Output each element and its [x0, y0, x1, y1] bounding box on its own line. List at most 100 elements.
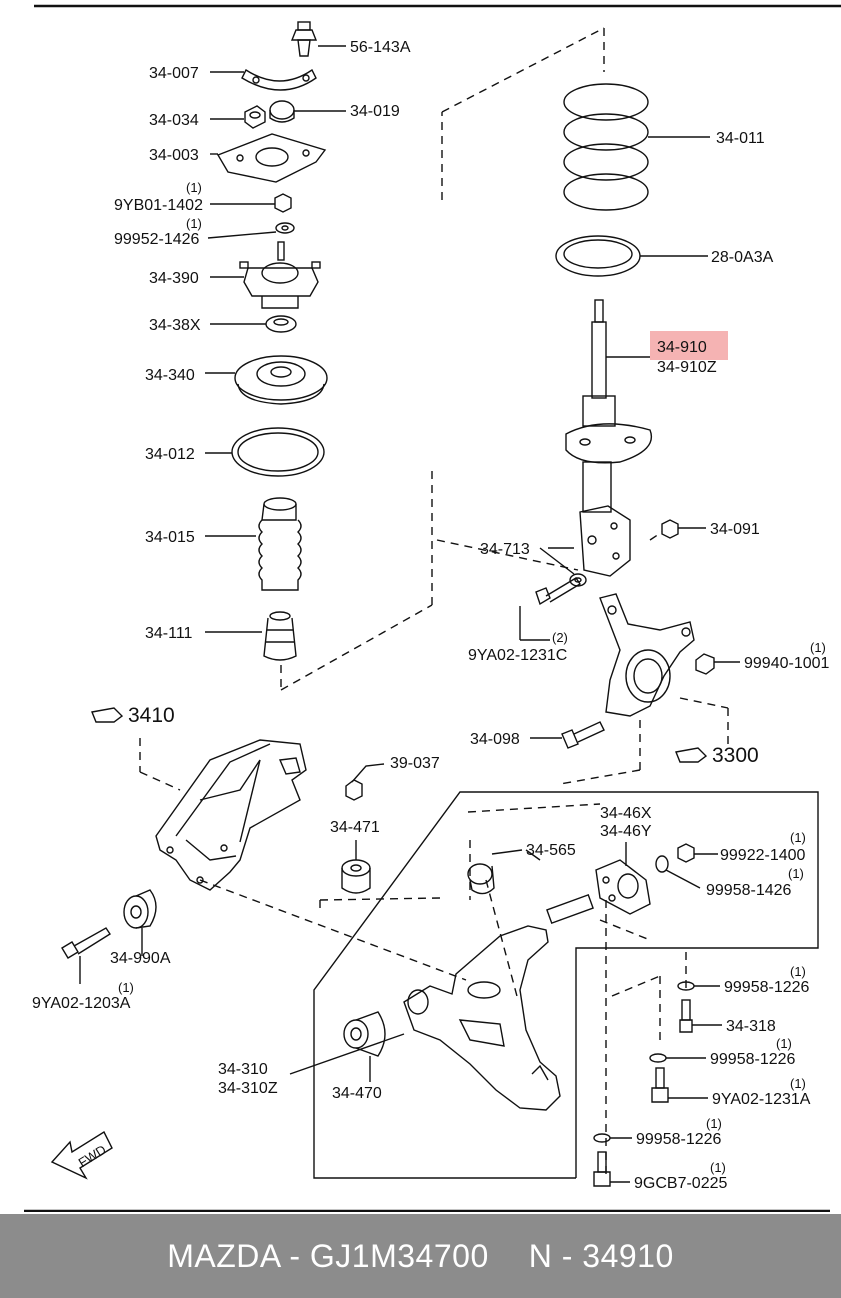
part-34-003: [210, 133, 327, 183]
part-3300-knuckle: [599, 593, 695, 717]
label-34-019: 34-019: [350, 103, 400, 120]
part-34-310: [289, 894, 594, 1111]
label-34-318: 34-318: [726, 1018, 776, 1035]
label-99958-1226-c: 99958-1226: [636, 1131, 722, 1148]
label-99958-1226-a: 99958-1226: [724, 979, 810, 996]
part-34-46x: [595, 842, 651, 915]
part-99958-1226-a: [677, 981, 720, 991]
part-34-910: [565, 299, 652, 577]
highlight-box: [650, 331, 728, 360]
label-34-098: 34-098: [470, 731, 520, 748]
qty-99940-1001: (1): [810, 640, 826, 655]
label-34-470: 34-470: [332, 1085, 382, 1102]
label-34-910: 34-910: [657, 339, 707, 356]
qty-9ya02-1231a: (1): [790, 1076, 806, 1091]
part-34-318: [679, 999, 722, 1033]
label-34-007: 34-007: [149, 65, 199, 82]
part-9yb01-1402: [210, 193, 292, 213]
qty-99922-1400: (1): [790, 830, 806, 845]
part-99940-1001: [695, 653, 740, 675]
label-3410: 3410: [128, 704, 175, 727]
part-28-0a3a: [555, 235, 708, 277]
label-99940-1001: 99940-1001: [744, 655, 830, 672]
part-34-015: [205, 497, 302, 591]
qty-9yb01-1402: (1): [186, 180, 202, 195]
label-99958-1426: 99958-1426: [706, 882, 792, 899]
label-34-003: 34-003: [149, 147, 199, 164]
label-9ya02-1203a: 9YA02-1203A: [32, 995, 131, 1012]
part-99952-1426: [207, 222, 295, 239]
part-34-019: [269, 100, 346, 123]
label-34-340: 34-340: [145, 367, 195, 384]
label-9ya02-1231a: 9YA02-1231A: [712, 1091, 811, 1108]
label-99922-1400: 99922-1400: [720, 847, 806, 864]
footer-ref-number: N - 34910: [528, 1237, 674, 1274]
part-9ya02-1203a: [61, 927, 111, 984]
part-34-091: [661, 519, 706, 539]
part-34-012: [205, 427, 325, 477]
label-34-565: 34-565: [526, 842, 576, 859]
qty-9ya02-1203a: (1): [118, 980, 134, 995]
qty-99958-1426: (1): [788, 866, 804, 881]
label-9ya02-1231c: 9YA02-1231C: [468, 647, 567, 664]
guide-lines: [139, 27, 729, 1180]
label-56-143a: 56-143A: [350, 39, 411, 56]
part-99958-1226-b: [649, 1053, 706, 1063]
part-34-098: [530, 721, 605, 749]
part-34-390: [210, 241, 321, 309]
label-99952-1426: 99952-1426: [114, 231, 200, 248]
label-9gcb7-0225: 9GCB7-0225: [634, 1175, 727, 1192]
label-34-713: 34-713: [480, 541, 530, 558]
qty-99958-1226-a: (1): [790, 964, 806, 979]
part-39-037: [345, 763, 385, 801]
part-34-007: [210, 68, 317, 91]
part-99922-1400: [677, 843, 718, 863]
label-34-011: 34-011: [716, 130, 765, 147]
leader-lines: [141, 547, 574, 956]
part-9gcb7-0225: [593, 1151, 630, 1187]
label-34-38x: 34-38X: [149, 317, 201, 334]
part-34-111: [205, 611, 297, 661]
part-34-565: [467, 849, 523, 895]
lower-arm-box: [313, 791, 819, 1179]
part-56-143a: [290, 21, 346, 57]
qty-9ya02-1231c: (2): [552, 630, 568, 645]
part-99958-1226-c: [593, 1133, 632, 1143]
label-34-310z: 34-310Z: [218, 1080, 278, 1097]
label-99958-1226-b: 99958-1226: [710, 1051, 796, 1068]
part-34-471: [341, 840, 371, 894]
label-34-390: 34-390: [149, 270, 199, 287]
footer-caption: MAZDA - GJ1M34700 N - 34910: [0, 1214, 841, 1298]
label-34-034: 34-034: [149, 112, 199, 129]
part-34-990a: [123, 889, 157, 950]
footer-part-number: MAZDA - GJ1M34700: [167, 1237, 489, 1274]
qty-99958-1226-b: (1): [776, 1036, 792, 1051]
label-34-46y: 34-46Y: [600, 823, 652, 840]
parts-diagram: FWD 56-143A 34-007 34-034 34-019 34-003 …: [24, 4, 841, 1212]
label-9yb01-1402: 9YB01-1402: [114, 197, 203, 214]
label-34-015: 34-015: [145, 529, 195, 546]
part-34-011: [563, 83, 710, 211]
part-9ya02-1231c: [519, 577, 581, 640]
label-28-0a3a: 28-0A3A: [711, 249, 774, 266]
label-34-990a: 34-990A: [110, 950, 171, 967]
label-3300: 3300: [712, 744, 759, 767]
label-34-471: 34-471: [330, 819, 380, 836]
label-34-111: 34-111: [145, 625, 193, 642]
qty-9gcb7-0225: (1): [710, 1160, 726, 1175]
hand-pointer-icon: [91, 707, 708, 763]
fwd-arrow-icon: FWD: [50, 1130, 113, 1180]
part-34-38x: [210, 315, 297, 333]
part-34-340: [205, 355, 328, 405]
part-34-470: [343, 1011, 386, 1082]
labels: 56-143A 34-007 34-034 34-019 34-003 (1) …: [32, 39, 830, 1192]
part-9ya02-1231a: [651, 1067, 708, 1103]
qty-99958-1226-c: (1): [706, 1116, 722, 1131]
part-3410-crossmember: [155, 739, 307, 891]
label-39-037: 39-037: [390, 755, 440, 772]
qty-99952-1426: (1): [186, 216, 202, 231]
label-34-46x: 34-46X: [600, 805, 652, 822]
label-34-012: 34-012: [145, 446, 195, 463]
part-34-034: [210, 105, 266, 129]
label-34-310: 34-310: [218, 1061, 268, 1078]
